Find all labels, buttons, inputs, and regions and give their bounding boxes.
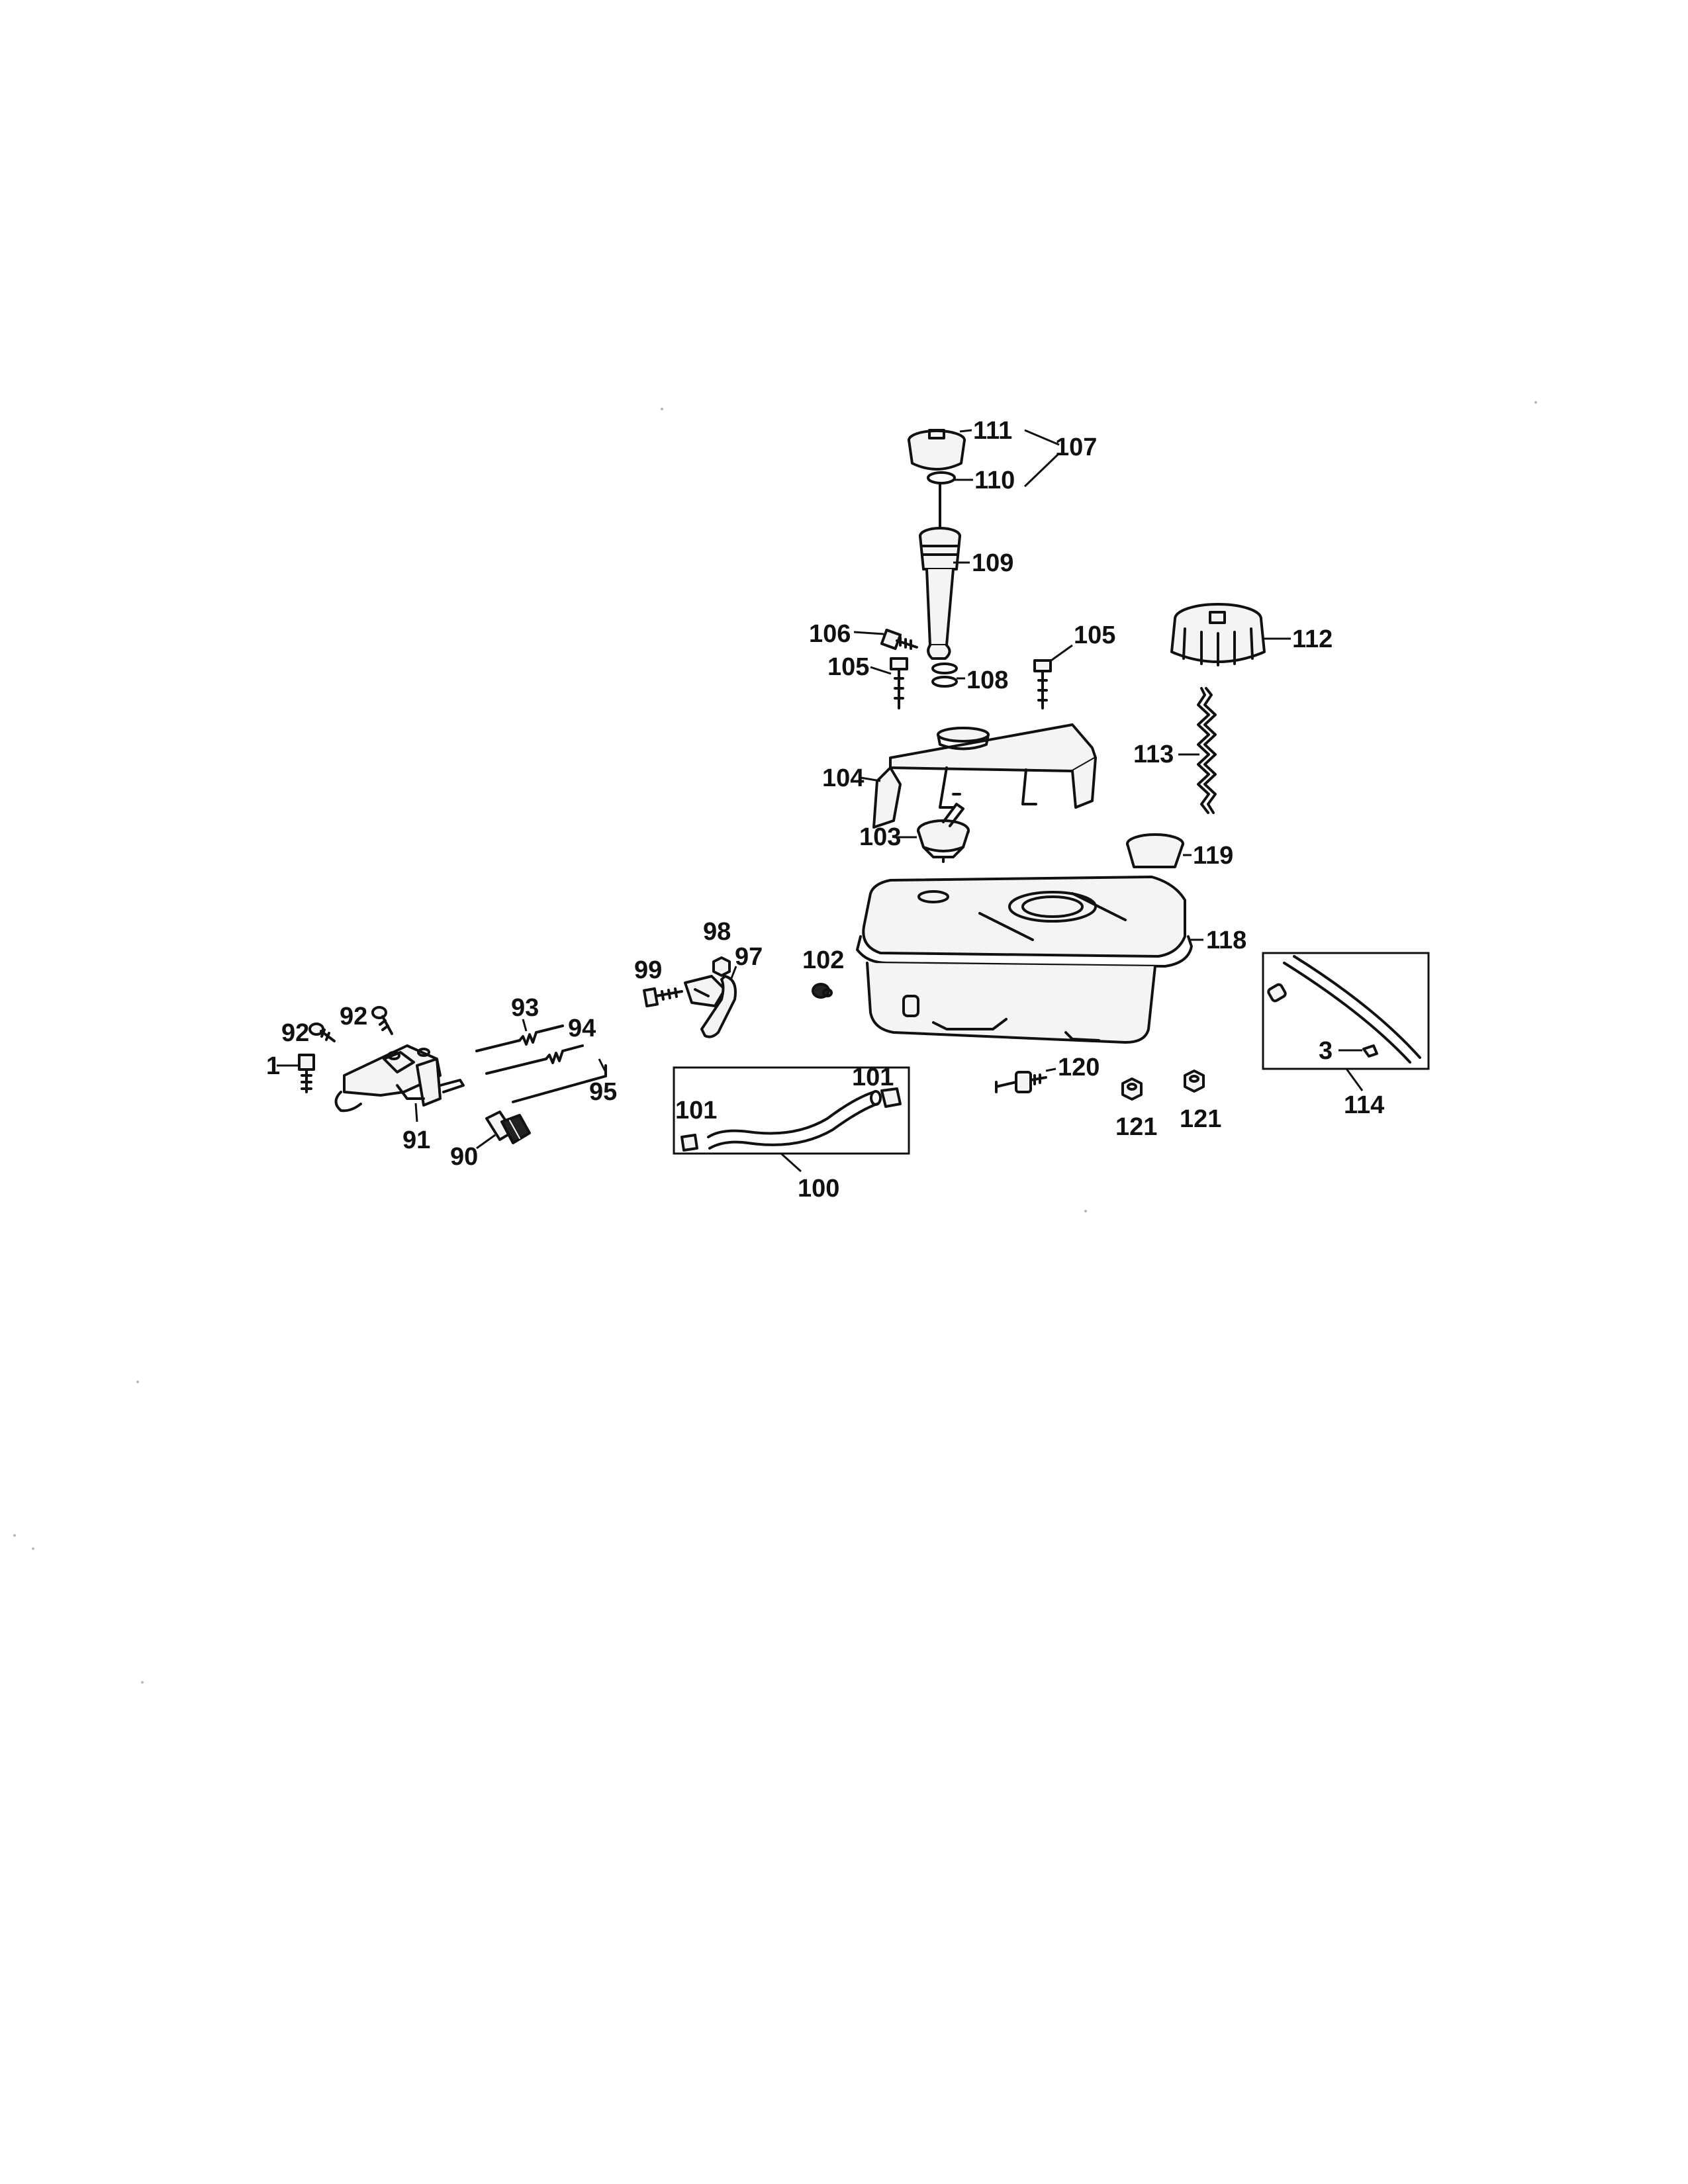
callout-3: 3	[1319, 1037, 1333, 1065]
callout-97: 97	[735, 943, 763, 971]
part-112-fuel-cap	[1170, 603, 1266, 666]
part-105-bolt-left	[890, 657, 908, 709]
callout-106: 106	[809, 620, 851, 648]
callout-90: 90	[450, 1143, 478, 1171]
callout-100: 100	[798, 1175, 839, 1203]
kit-114-breather-tube	[1262, 952, 1430, 1070]
part-93-spring	[475, 1024, 564, 1052]
part-90-throttle-knob	[485, 1111, 531, 1144]
part-92-bolt-left	[308, 1023, 336, 1042]
callout-93: 93	[511, 994, 539, 1022]
callout-105-left: 105	[827, 653, 869, 681]
callout-92-right: 92	[340, 1003, 367, 1030]
part-108-gaskets	[931, 662, 958, 688]
part-98-nut	[712, 956, 731, 977]
callout-104: 104	[822, 764, 864, 792]
kit-100-fuel-line	[673, 1066, 910, 1155]
part-110-o-ring	[927, 471, 956, 484]
callout-102: 102	[802, 946, 844, 974]
callout-101-right: 101	[852, 1064, 894, 1091]
callout-101-left: 101	[675, 1097, 717, 1124]
callout-107: 107	[1055, 433, 1097, 461]
part-109-dipstick-tube	[919, 482, 961, 660]
part-120-fuel-fitting	[995, 1071, 1047, 1093]
part-99-bolt	[643, 987, 683, 1008]
callout-112: 112	[1292, 625, 1333, 653]
part-1-bolt	[298, 1054, 315, 1093]
part-97-bracket	[684, 975, 737, 1038]
part-111-dipstick-cap	[908, 429, 966, 471]
part-121-nut-left	[1121, 1077, 1143, 1101]
part-119-fuel-strainer	[1126, 833, 1184, 868]
callout-98: 98	[703, 918, 731, 946]
callout-103: 103	[859, 823, 901, 851]
callout-1: 1	[266, 1052, 280, 1080]
callout-94: 94	[568, 1015, 596, 1042]
callout-111: 111	[973, 417, 1012, 445]
callout-119: 119	[1193, 842, 1233, 870]
callout-121-right: 121	[1180, 1105, 1221, 1133]
callout-91: 91	[402, 1126, 430, 1154]
part-121-nut-right	[1184, 1069, 1205, 1093]
group-bracket-107	[1023, 429, 1060, 488]
part-103-fuel-valve	[917, 803, 970, 863]
callout-109: 109	[972, 549, 1013, 577]
callout-121-left: 121	[1115, 1113, 1157, 1141]
callout-95: 95	[589, 1078, 617, 1106]
callout-110: 110	[974, 467, 1015, 494]
part-92-bolt-right	[371, 1006, 393, 1035]
callout-105-right: 105	[1074, 621, 1115, 649]
callout-113: 113	[1133, 741, 1174, 768]
callout-99: 99	[634, 956, 662, 984]
part-104-tank-shroud	[872, 723, 1097, 829]
part-91-control-plate	[334, 1044, 465, 1113]
callout-120: 120	[1058, 1054, 1100, 1081]
scan-specks	[13, 401, 1537, 1684]
callout-114: 114	[1344, 1091, 1384, 1119]
part-102-nut	[812, 983, 833, 999]
callout-118: 118	[1206, 927, 1246, 954]
part-94-spring	[485, 1044, 584, 1075]
part-106-bolt	[880, 628, 918, 651]
part-113-cap-tether	[1197, 687, 1217, 814]
part-105-bolt-right	[1033, 659, 1052, 709]
part-118-fuel-tank	[856, 876, 1193, 1044]
callout-108: 108	[966, 666, 1008, 694]
callout-92-left: 92	[281, 1019, 309, 1047]
